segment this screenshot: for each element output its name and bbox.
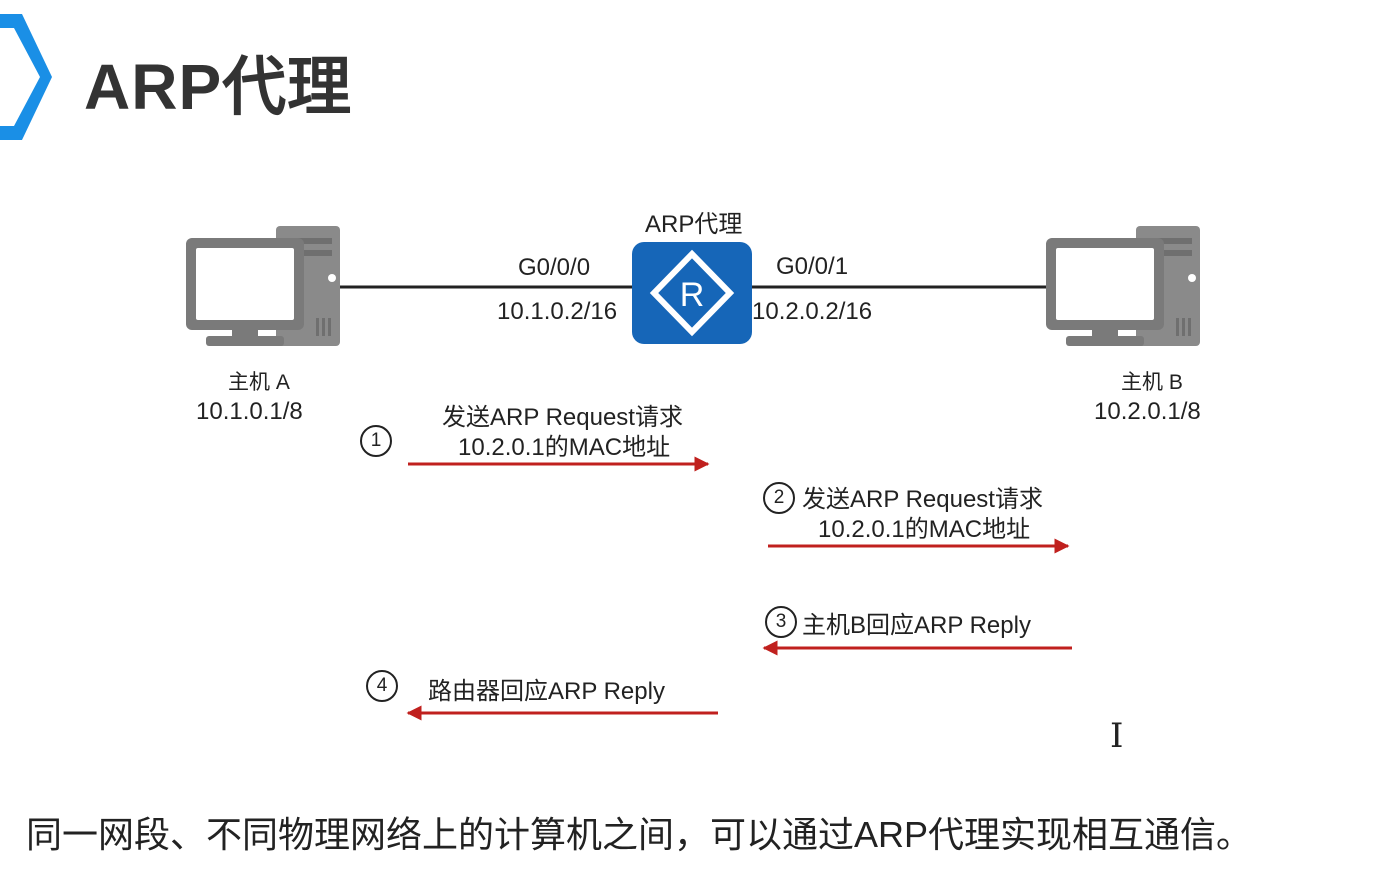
page-title: ARP代理 — [84, 51, 353, 123]
router-name: ARP代理 — [645, 211, 743, 238]
router-r-icon: R — [632, 242, 752, 344]
text-cursor-icon: I — [1110, 716, 1124, 756]
step-3-number: 3 — [765, 606, 797, 638]
host-a-computer-icon — [186, 226, 340, 346]
step-1-number: 1 — [360, 425, 392, 457]
step-2-number: 2 — [763, 482, 795, 514]
router-ip-left: 10.1.0.2/16 — [497, 298, 618, 325]
step-1-line2: 10.2.0.1的MAC地址 — [458, 434, 671, 461]
router-port-right: G0/0/1 — [776, 253, 849, 280]
title-chevron-icon — [0, 14, 52, 140]
router-ip-right: 10.2.0.2/16 — [752, 298, 873, 325]
router-port-left: G0/0/0 — [518, 254, 591, 281]
host-a-ip: 10.1.0.1/8 — [196, 398, 303, 425]
step-3-line1: 主机B回应ARP Reply — [802, 612, 1031, 639]
host-b-ip: 10.2.0.1/8 — [1094, 398, 1201, 425]
step-1-line1: 发送ARP Request请求 — [442, 404, 683, 431]
footer-caption: 同一网段、不同物理网络上的计算机之间，可以通过ARP代理实现相互通信。 — [26, 814, 1253, 855]
svg-text:R: R — [680, 276, 705, 314]
step-4-number: 4 — [366, 670, 398, 702]
host-b-computer-icon — [1046, 226, 1200, 346]
host-a-name: 主机 A — [228, 371, 290, 394]
step-2-line1: 发送ARP Request请求 — [802, 486, 1043, 513]
host-b-name: 主机 B — [1121, 371, 1183, 394]
step-4-line1: 路由器回应ARP Reply — [428, 678, 665, 705]
step-2-line2: 10.2.0.1的MAC地址 — [818, 516, 1031, 543]
